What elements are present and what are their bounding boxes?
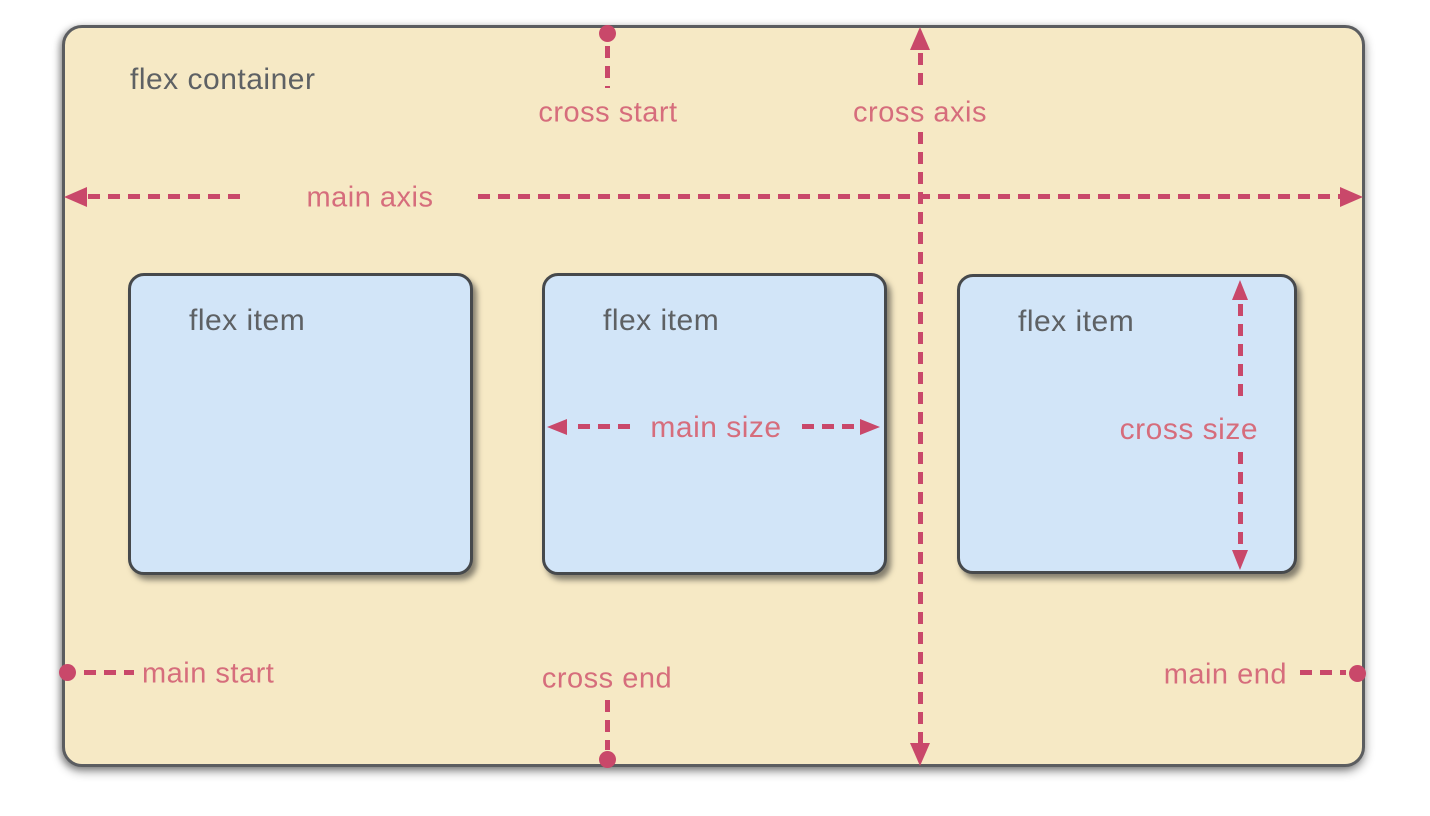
- flex-container-label: flex container: [130, 63, 316, 96]
- cross-size-label: cross size: [1119, 413, 1258, 446]
- main-size-dash-right: [802, 424, 856, 429]
- main-start-dash: [84, 670, 134, 675]
- cross-axis-arrowhead-down-icon: [910, 743, 930, 766]
- main-axis-dash-left: [88, 194, 246, 199]
- main-size-label: main size: [650, 411, 782, 444]
- cross-start-dash: [605, 46, 610, 88]
- cross-axis-label: cross axis: [853, 96, 987, 129]
- main-axis-arrowhead-left-icon: [64, 187, 87, 207]
- main-size-arrowhead-right-icon: [860, 419, 880, 435]
- cross-axis-dash-top: [918, 53, 923, 91]
- cross-size-dash-top: [1238, 304, 1243, 404]
- cross-end-label: cross end: [541, 662, 673, 695]
- main-axis-arrowhead-right-icon: [1340, 187, 1363, 207]
- flex-item-2-label: flex item: [603, 304, 720, 337]
- cross-start-label: cross start: [538, 96, 678, 129]
- main-end-dot-marker: [1349, 665, 1366, 682]
- main-axis-label: main axis: [306, 181, 434, 214]
- cross-end-dash: [605, 700, 610, 750]
- cross-size-arrowhead-down-icon: [1232, 550, 1248, 570]
- cross-end-dot-marker: [599, 751, 616, 768]
- main-axis-dash-right: [478, 194, 1340, 199]
- main-start-label: main start: [142, 657, 275, 690]
- cross-start-dot-marker: [599, 25, 616, 42]
- main-end-dash: [1300, 670, 1346, 675]
- main-end-label: main end: [1163, 658, 1287, 691]
- cross-size-arrowhead-up-icon: [1232, 280, 1248, 300]
- main-size-dash-left: [578, 424, 634, 429]
- main-start-dot-marker: [59, 664, 76, 681]
- flex-item-3-label: flex item: [1018, 305, 1135, 338]
- main-size-arrowhead-left-icon: [547, 419, 567, 435]
- flex-item-1: flex item: [128, 273, 473, 575]
- cross-size-dash-bottom: [1238, 452, 1243, 548]
- flex-item-1-label: flex item: [189, 304, 306, 337]
- cross-axis-dash-bottom: [918, 132, 923, 744]
- cross-axis-arrowhead-up-icon: [910, 27, 930, 50]
